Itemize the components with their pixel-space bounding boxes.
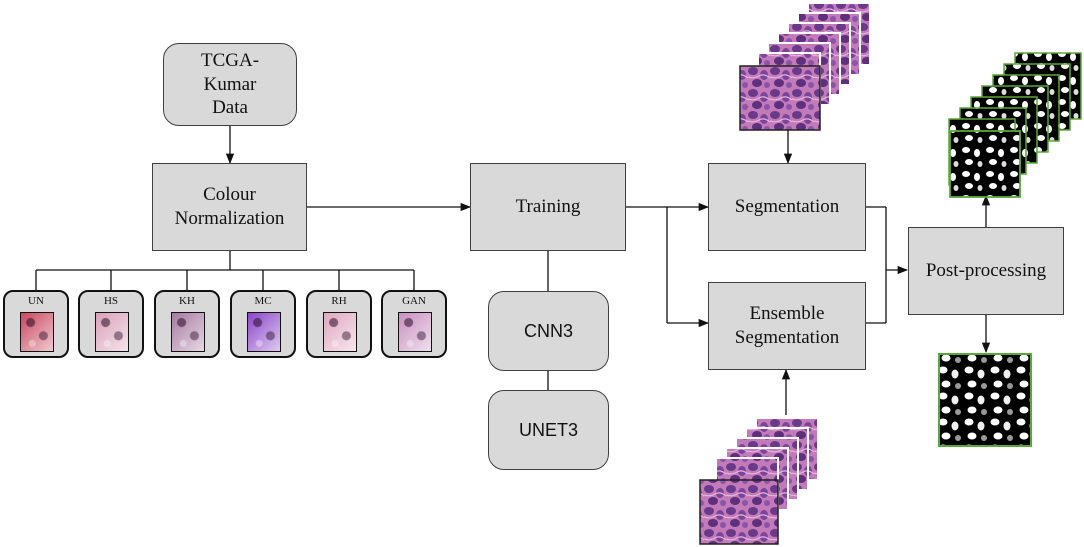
node-cnn3-label: CNN3	[523, 320, 573, 341]
norm-method-card: UN	[3, 290, 69, 358]
norm-method-label: GAN	[402, 295, 426, 307]
norm-method-image	[95, 312, 129, 352]
norm-method-image	[323, 312, 357, 352]
node-segmentation-label: Segmentation	[734, 196, 840, 218]
mask-stack	[948, 52, 1082, 198]
norm-method-image	[171, 312, 205, 352]
norm-method-label: HS	[103, 295, 119, 307]
node-unet3-label: UNET3	[518, 419, 578, 440]
norm-method-label: MC	[254, 295, 272, 307]
node-colour-norm-label: Colour Normalization	[174, 184, 285, 229]
connectors	[35, 126, 991, 415]
node-postproc-label: Post-processing	[925, 260, 1047, 282]
norm-method-label: RH	[331, 295, 347, 307]
norm-method-image	[20, 312, 54, 352]
node-segmentation: Segmentation	[708, 163, 866, 251]
norm-method-card: GAN	[381, 290, 447, 358]
norm-method-label: KH	[179, 295, 195, 307]
node-training-label: Training	[515, 196, 581, 218]
node-unet3: UNET3	[488, 390, 609, 470]
node-cnn3: CNN3	[488, 291, 609, 371]
norm-method-card: RH	[306, 290, 372, 358]
histology-stack-bottom	[699, 417, 819, 545]
node-tcga-label: TCGA- Kumar Data	[200, 49, 260, 119]
node-colour-normalization: Colour Normalization	[152, 163, 307, 251]
node-post-processing: Post-processing	[908, 227, 1064, 315]
histology-stack-top	[739, 2, 871, 131]
norm-method-card: MC	[230, 290, 296, 358]
node-training: Training	[470, 163, 626, 251]
node-ensemble-segmentation: Ensemble Segmentation	[708, 282, 866, 370]
norm-method-image	[247, 312, 281, 352]
norm-method-card: HS	[78, 290, 144, 358]
norm-method-image	[398, 312, 432, 352]
node-tcga-kumar-data: TCGA- Kumar Data	[163, 43, 297, 126]
norm-method-card: KH	[154, 290, 220, 358]
output-mask	[938, 353, 1032, 447]
norm-method-label: UN	[28, 295, 44, 307]
node-ensemble-label: Ensemble Segmentation	[734, 303, 840, 348]
